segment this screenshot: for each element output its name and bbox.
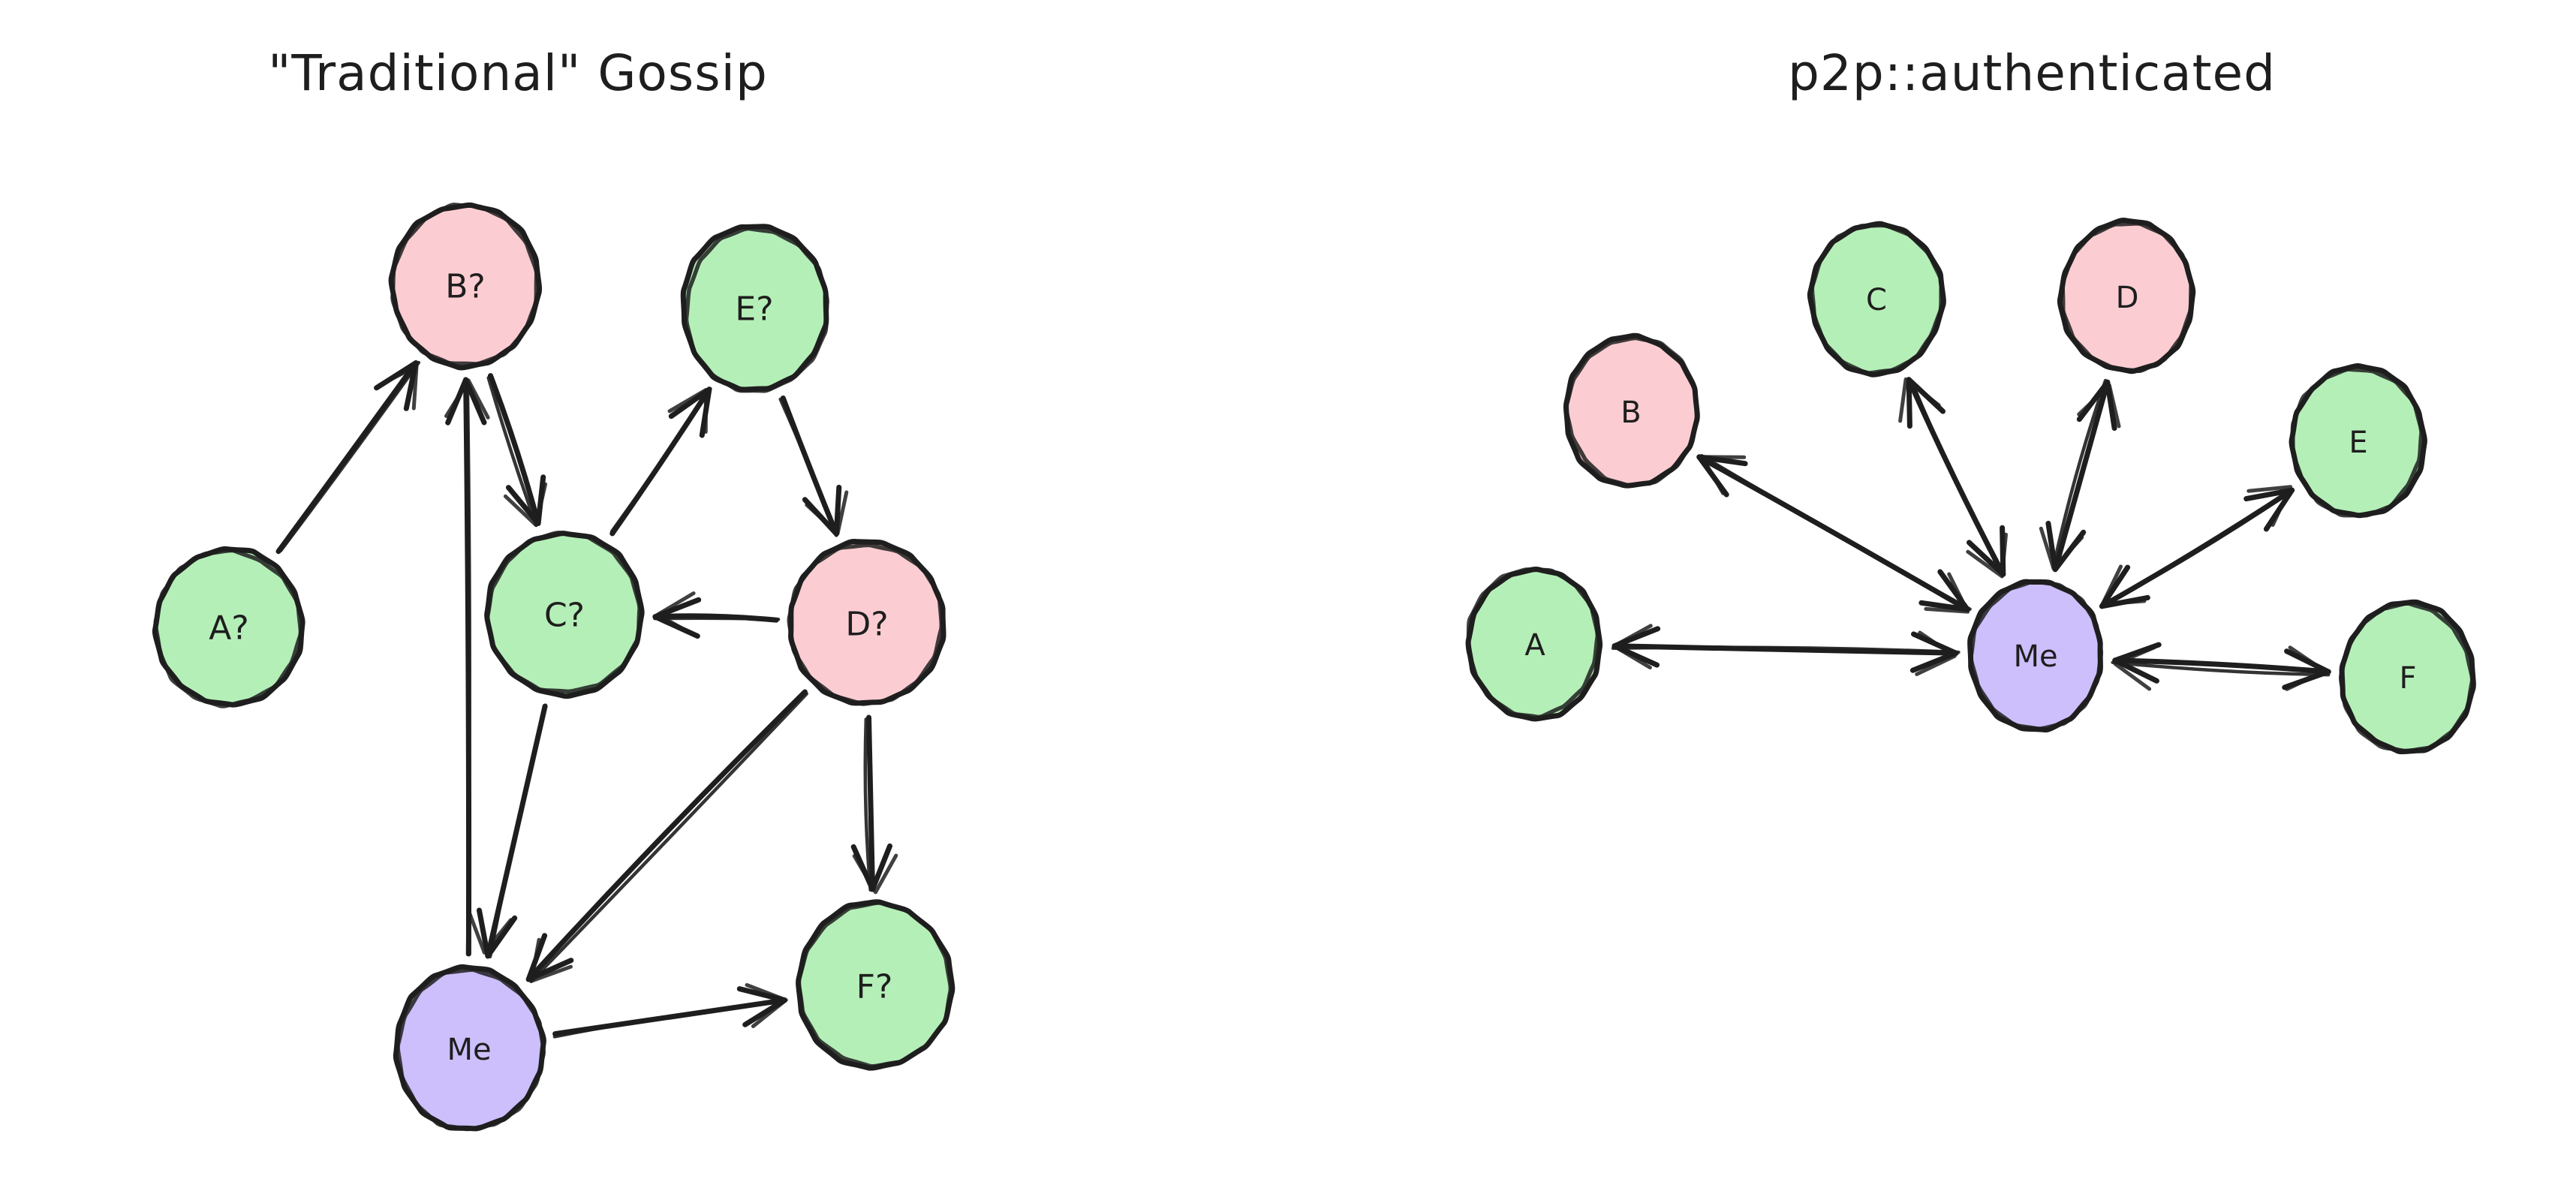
node-p2p-authenticated-Me[interactable]: Me: [1967, 579, 2104, 732]
node-label: C?: [544, 597, 585, 635]
edge-B-to-C: [486, 373, 548, 528]
node-traditional-gossip-F[interactable]: F?: [796, 899, 955, 1071]
node-label: E: [2349, 426, 2367, 460]
node-traditional-gossip-E[interactable]: E?: [680, 224, 829, 393]
node-label: E?: [735, 290, 773, 329]
edge-Me-to-B: [1696, 453, 1972, 614]
node-label: F: [2399, 661, 2416, 696]
node-p2p-authenticated-F[interactable]: F: [2338, 599, 2476, 755]
edge-Me-to-E: [2099, 485, 2295, 609]
node-label: B?: [445, 268, 486, 306]
edge-Me-to-F: [2111, 642, 2331, 691]
edge-D-to-F: [850, 714, 898, 895]
edge-D-to-C: [652, 591, 781, 639]
edges-layer: [275, 360, 898, 1039]
panels-root: "Traditional" GossipB?E?A?C?D?MeF?p2p::a…: [152, 44, 2476, 1132]
edge-Me-to-D: [2039, 378, 2121, 573]
node-label: F?: [856, 968, 893, 1006]
edge-Me-to-F: [552, 983, 788, 1039]
edges-layer: [1611, 377, 2331, 691]
node-label: Me: [447, 1033, 491, 1067]
panel-title: "Traditional" Gossip: [268, 44, 768, 102]
node-p2p-authenticated-C[interactable]: C: [1807, 221, 1946, 377]
edge-C-to-E: [609, 386, 712, 537]
edge-A-to-B: [275, 360, 421, 555]
node-label: D?: [845, 606, 888, 644]
node-traditional-gossip-Me[interactable]: Me: [393, 964, 546, 1132]
node-p2p-authenticated-A[interactable]: A: [1465, 566, 1603, 722]
node-label: B: [1621, 395, 1641, 430]
node-label: A: [1524, 628, 1545, 663]
edge-E-to-D: [778, 395, 849, 537]
node-traditional-gossip-C[interactable]: C?: [484, 531, 645, 699]
node-label: Me: [2013, 639, 2057, 674]
node-traditional-gossip-B[interactable]: B?: [388, 202, 543, 371]
node-traditional-gossip-D[interactable]: D?: [787, 539, 946, 706]
node-label: D: [2116, 281, 2139, 315]
node-label: C: [1866, 283, 1887, 317]
node-p2p-authenticated-E[interactable]: E: [2289, 363, 2427, 519]
edge-Me-to-A: [1611, 624, 1961, 676]
panel-title: p2p::authenticated: [1788, 44, 2276, 102]
node-traditional-gossip-A[interactable]: A?: [152, 546, 305, 708]
edge-C-to-Me: [468, 703, 548, 959]
node-p2p-authenticated-D[interactable]: D: [2057, 218, 2196, 374]
edge-Me-to-C: [1898, 377, 2008, 579]
edge-Me-to-B: [444, 377, 490, 957]
node-label: A?: [209, 609, 248, 648]
edge-D-to-Me: [525, 689, 808, 983]
node-p2p-authenticated-B[interactable]: B: [1563, 332, 1700, 489]
